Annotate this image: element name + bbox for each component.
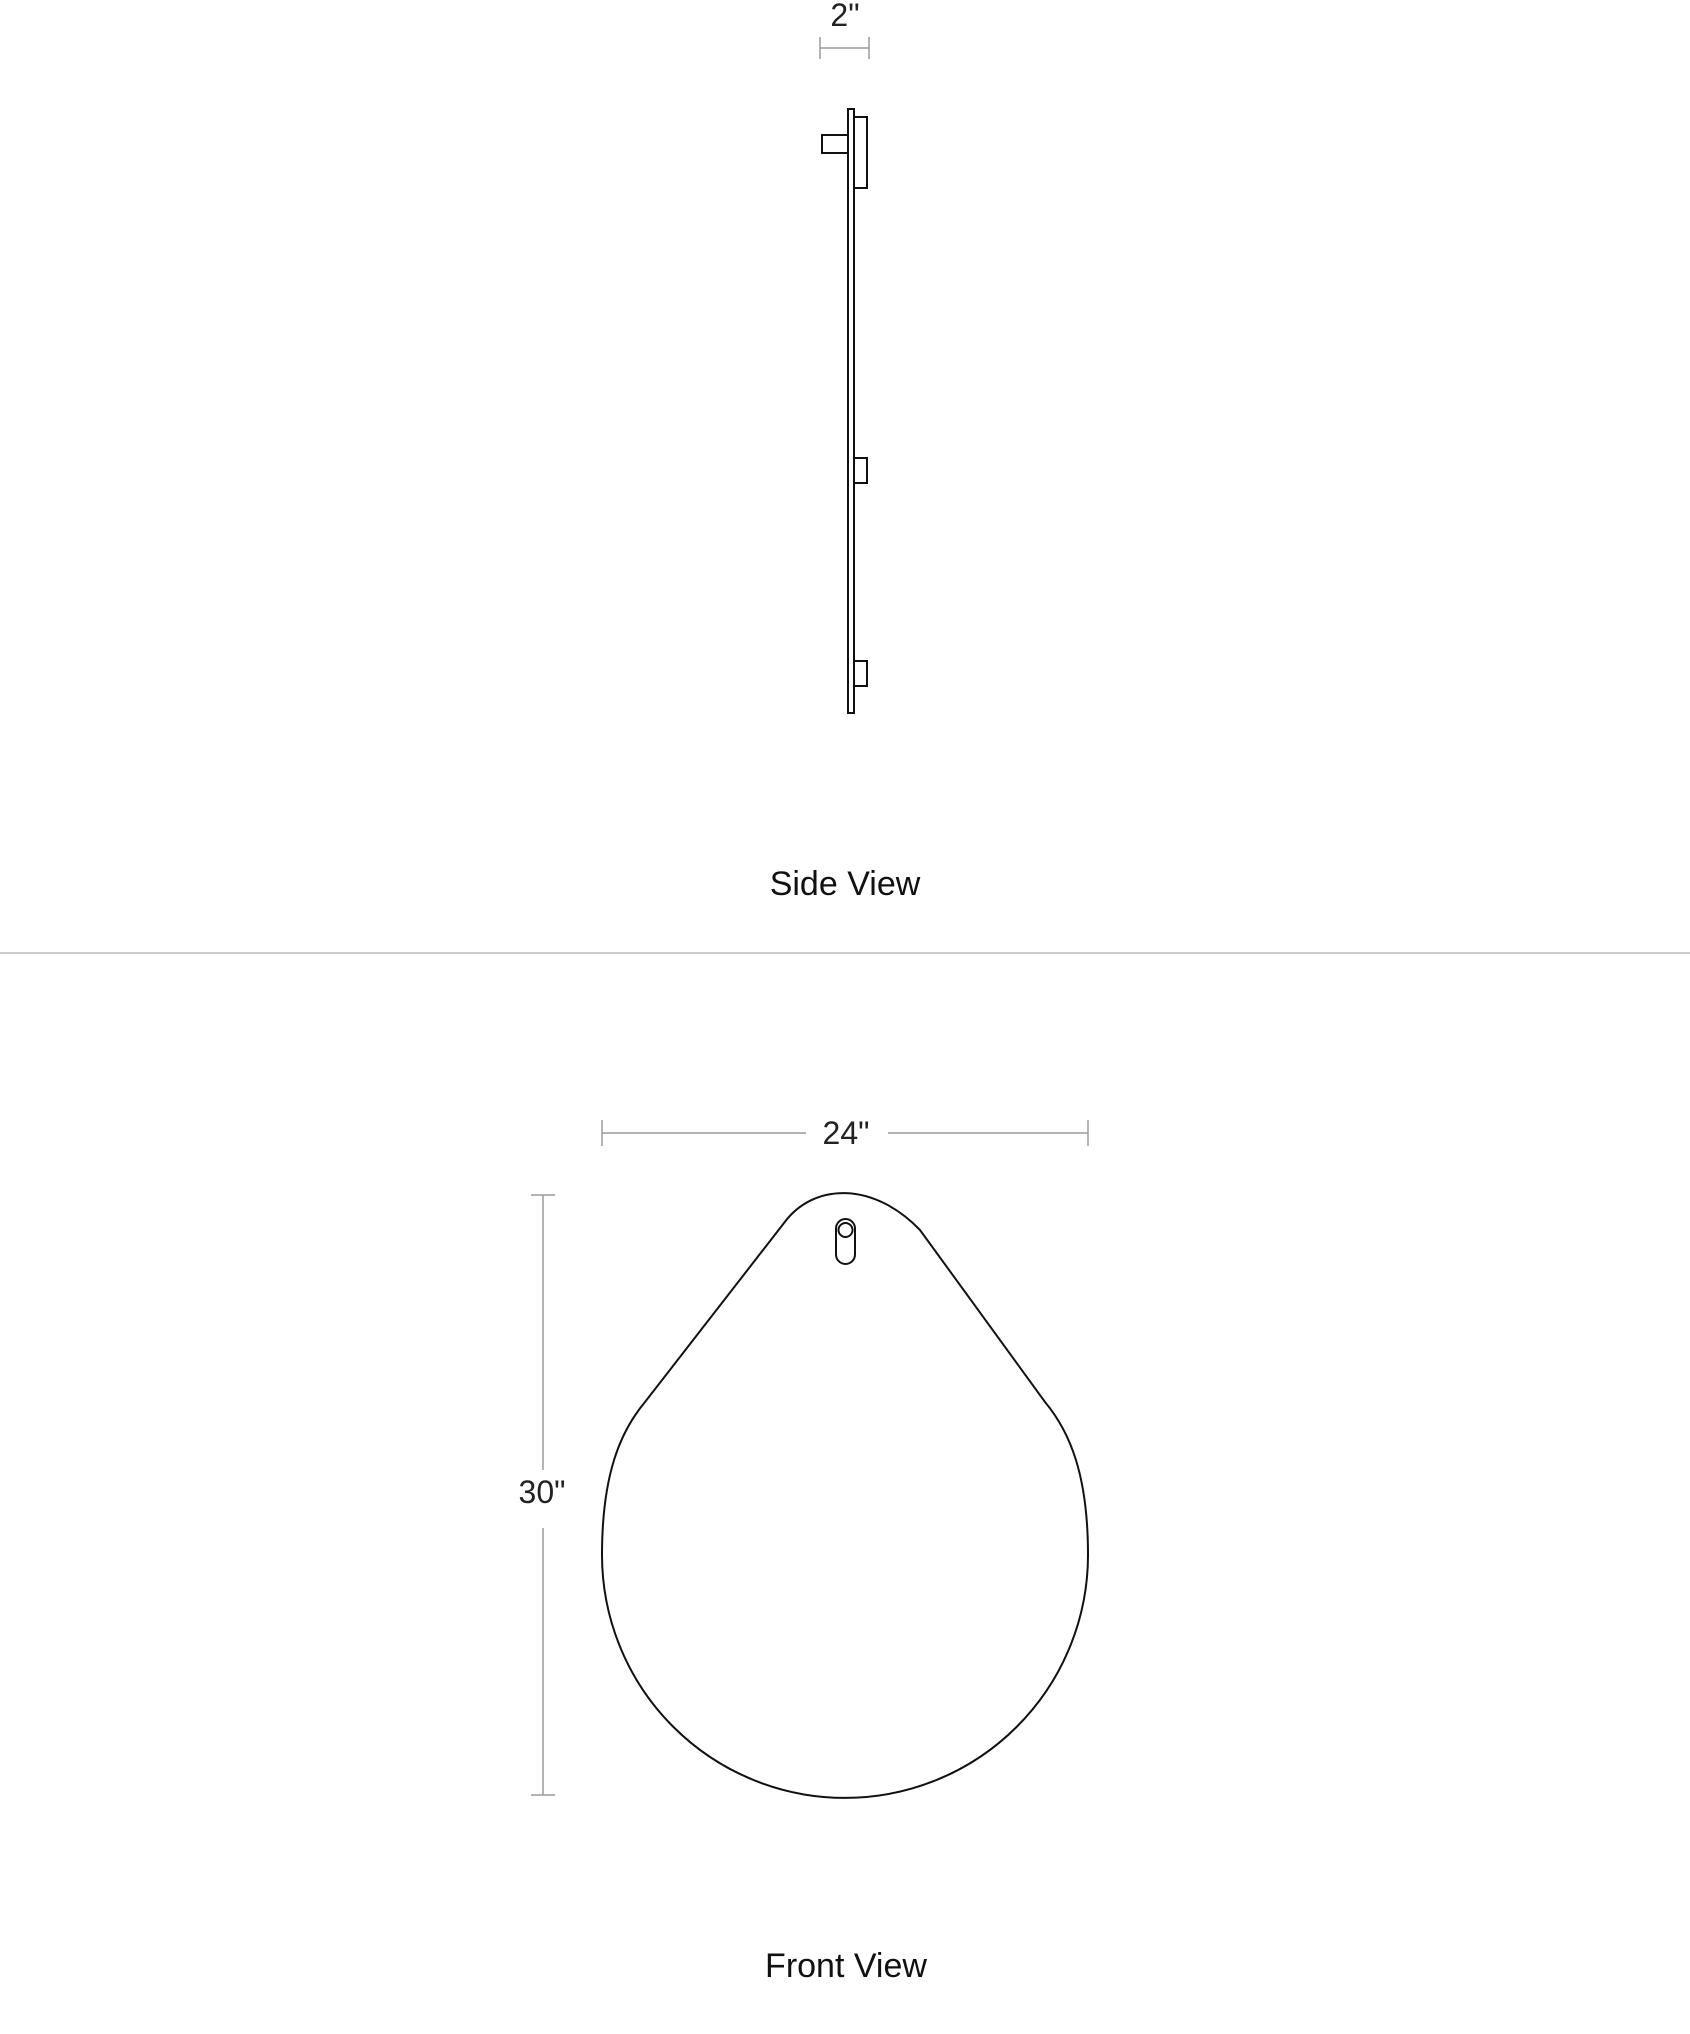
front-view-height-label: 30" [519, 1474, 566, 1510]
side-view-top-bracket [853, 116, 868, 189]
front-view-caption: Front View [765, 1947, 927, 1985]
side-view-hanging-peg [821, 134, 849, 154]
front-view-slot-hole [837, 1222, 854, 1238]
side-view-caption: Side View [770, 865, 921, 903]
side-view-panel [847, 108, 855, 714]
front-view-height-dimension: 30" [519, 1194, 566, 1796]
front-view-width-dimension: 24" [601, 1115, 1089, 1151]
side-view: 2" Side View [770, 0, 921, 903]
front-view-mirror-outline [600, 1192, 1090, 1799]
front-view-hanging-slot [835, 1218, 856, 1265]
side-view-width-dimension: 2" [819, 0, 870, 59]
side-view-bottom-standoff [853, 660, 868, 687]
side-view-middle-standoff [853, 457, 868, 484]
front-view-width-label: 24" [823, 1115, 870, 1151]
front-view-slot-body [835, 1218, 856, 1265]
side-view-width-label: 2" [830, 0, 859, 33]
front-view: 24" 30" Front View [519, 1115, 1090, 1985]
